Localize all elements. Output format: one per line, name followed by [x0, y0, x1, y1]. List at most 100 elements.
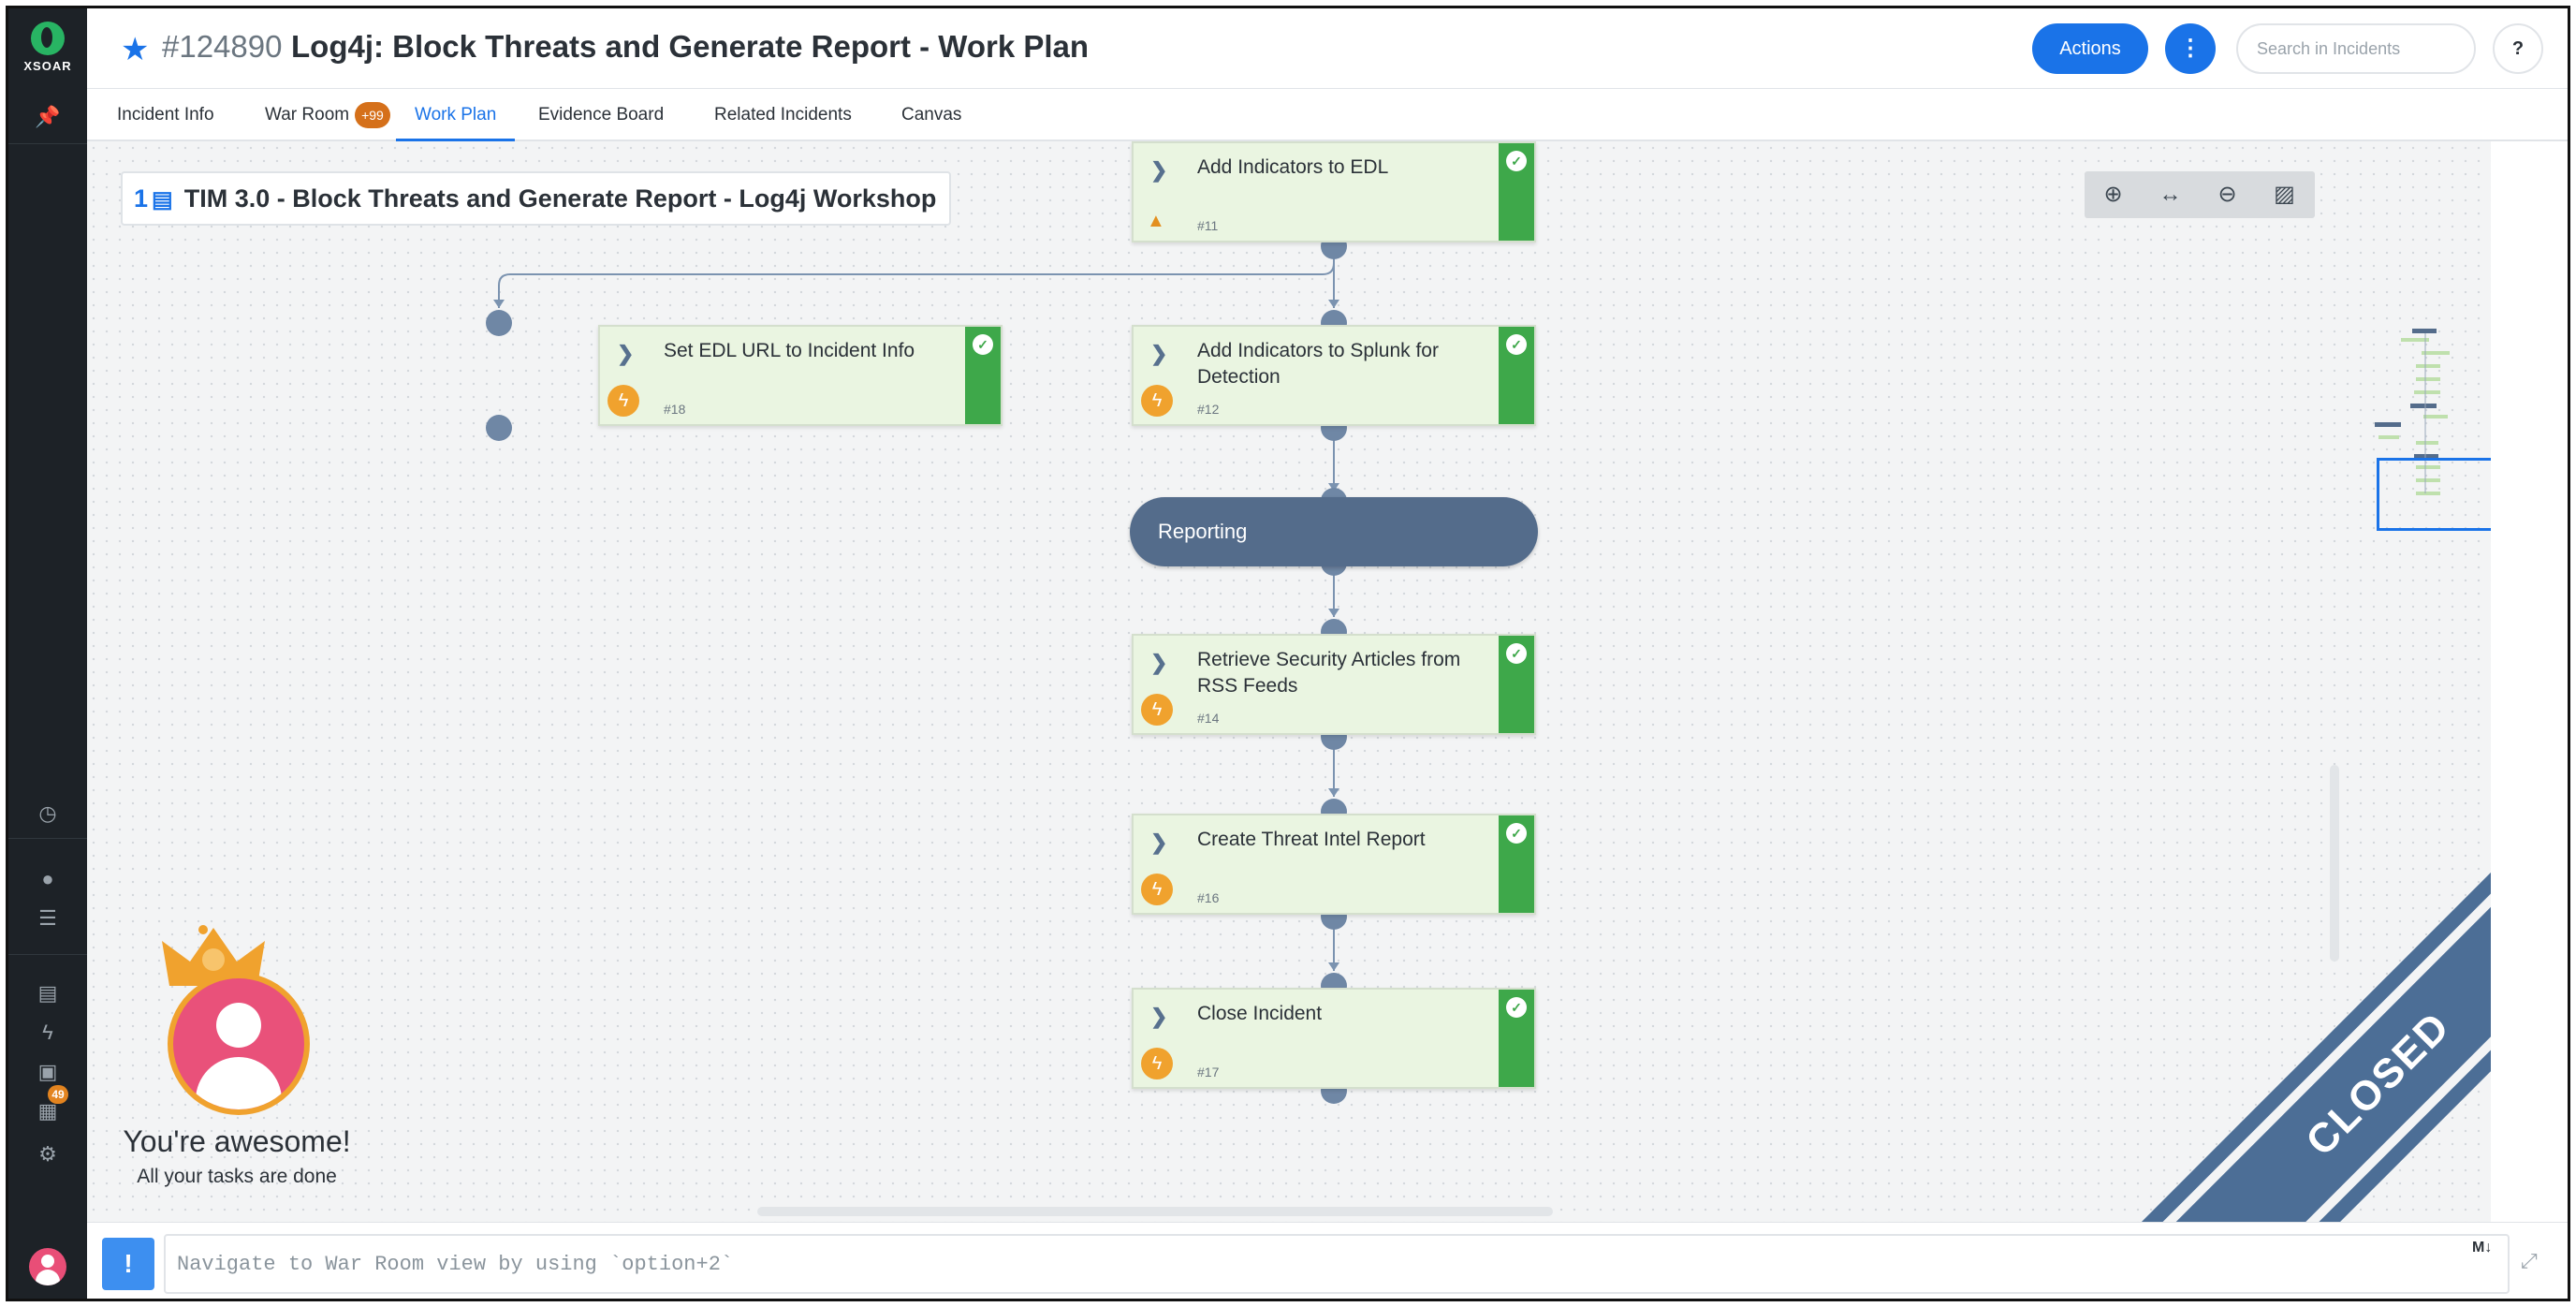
nav-divider — [8, 838, 87, 839]
task-id: #14 — [1197, 711, 1220, 726]
check-icon: ✓ — [1506, 643, 1527, 664]
export-image-icon[interactable]: ▨ — [2274, 182, 2295, 207]
zoom-out-icon[interactable]: ⊖ — [2217, 182, 2237, 207]
tab-war-room[interactable]: War Room+99 — [246, 89, 409, 141]
port-dot — [486, 310, 512, 336]
user-avatar[interactable] — [29, 1248, 66, 1285]
task-card[interactable]: ❯ Retrieve Security Articles from RSS Fe… — [1132, 634, 1536, 735]
chevron-right-icon: ❯ — [1150, 830, 1168, 854]
achievement-avatar — [168, 973, 310, 1115]
playbooks-icon[interactable]: ▤ — [37, 981, 58, 1005]
chevron-right-icon: ❯ — [617, 342, 635, 365]
nav-divider — [8, 954, 87, 955]
automation-icon[interactable]: ϟ — [42, 1021, 53, 1044]
search-input[interactable] — [2236, 23, 2476, 74]
dashboard-icon[interactable]: ◷ — [38, 801, 57, 825]
incidents-icon[interactable]: ● — [41, 867, 54, 890]
task-name: Retrieve Security Articles from RSS Feed… — [1197, 649, 1461, 697]
task-name: Close Incident — [1197, 1003, 1323, 1024]
star-icon[interactable]: ★ — [121, 32, 150, 67]
playbook-minimap[interactable] — [2367, 329, 2468, 516]
work-plan-canvas[interactable]: 1▤TIM 3.0 - Block Threats and Generate R… — [87, 141, 2491, 1222]
indicators-icon[interactable]: ☰ — [38, 906, 57, 930]
help-button[interactable]: ? — [2493, 23, 2543, 74]
task-card[interactable]: ❯ Set EDL URL to Incident Info ϟ #18 ✓ — [598, 325, 1003, 426]
horizontal-scrollbar[interactable] — [757, 1207, 1553, 1216]
zoom-toolbar: ⊕ ↔ ⊖ ▨ — [2085, 171, 2315, 218]
automation-bolt-icon: ϟ — [607, 385, 639, 417]
warning-icon: ▲ — [1147, 211, 1165, 231]
command-input[interactable] — [164, 1234, 2510, 1294]
xsoar-logo[interactable]: XSOAR — [8, 16, 87, 91]
task-card[interactable]: ❯ Close Incident ϟ #17 ✓ — [1132, 988, 1536, 1089]
settings-icon[interactable]: ⚙ — [38, 1142, 57, 1166]
incident-id: #124890 — [162, 29, 283, 64]
marketplace-icon[interactable]: ▦ — [37, 1099, 58, 1123]
logo-label: XSOAR — [23, 59, 72, 73]
xsoar-logo-icon — [31, 22, 65, 55]
task-id: #12 — [1197, 402, 1220, 417]
automation-bolt-icon: ϟ — [1141, 874, 1173, 905]
task-id: #11 — [1197, 218, 1219, 233]
task-card[interactable]: ❯ Create Threat Intel Report ϟ #16 ✓ — [1132, 814, 1536, 915]
jobs-icon[interactable]: ▣ — [37, 1060, 58, 1083]
task-card[interactable]: ❯ Add Indicators to Splunk for Detection… — [1132, 325, 1536, 426]
playbook-name-label[interactable]: 1▤TIM 3.0 - Block Threats and Generate R… — [121, 171, 952, 226]
expand-icon[interactable]: ⤢ — [2521, 1249, 2538, 1272]
tab-canvas[interactable]: Canvas — [901, 105, 962, 125]
more-options-button[interactable]: ⋮ — [2165, 23, 2216, 74]
check-icon: ✓ — [973, 334, 993, 355]
task-status-bar: ✓ — [965, 327, 1001, 424]
incident-tabs: Incident Info War Room+99 Work Plan Evid… — [87, 89, 2568, 141]
task-card[interactable]: ❯ Add Indicators to EDL ▲ #11 ✓ — [1132, 141, 1536, 242]
nav-notification-badge: 49 — [48, 1085, 68, 1104]
tab-work-plan[interactable]: Work Plan — [396, 89, 516, 141]
automation-bolt-icon: ϟ — [1141, 694, 1173, 726]
tab-evidence-board[interactable]: Evidence Board — [538, 105, 665, 125]
task-status-bar: ✓ — [1499, 143, 1534, 241]
nav-divider — [8, 143, 87, 144]
task-id: #18 — [664, 402, 686, 417]
tab-incident-info[interactable]: Incident Info — [117, 105, 214, 125]
page-title: Log4j: Block Threats and Generate Report… — [291, 29, 1090, 64]
app-window: XSOAR 📌 ◷ ● ☰ ▤ ϟ ▣ ▦ 49 ⚙ ★ #124890 Log… — [6, 6, 2570, 1301]
zoom-in-icon[interactable]: ⊕ — [2103, 182, 2123, 207]
vertical-scrollbar[interactable] — [2330, 765, 2339, 962]
playbook-name: TIM 3.0 - Block Threats and Generate Rep… — [183, 184, 937, 213]
markdown-icon[interactable]: M↓ — [2472, 1240, 2493, 1256]
crown-icon — [162, 925, 265, 986]
task-name: Create Threat Intel Report — [1197, 829, 1426, 850]
minimap-viewport[interactable] — [2377, 458, 2491, 531]
section-header[interactable]: Reporting — [1130, 497, 1538, 566]
actions-button[interactable]: Actions — [2032, 23, 2148, 74]
chevron-right-icon: ❯ — [1150, 342, 1168, 365]
closed-ribbon: CLOSED — [2098, 829, 2491, 1222]
task-id: #17 — [1197, 1065, 1220, 1079]
tab-label: War Room — [265, 105, 350, 125]
closed-ribbon-text: CLOSED — [2297, 1003, 2460, 1166]
edge-11-18 — [498, 244, 1335, 308]
task-name: Add Indicators to EDL — [1197, 156, 1389, 178]
command-button[interactable]: ! — [102, 1238, 154, 1290]
chevron-right-icon: ❯ — [1150, 1005, 1168, 1028]
task-status-bar: ✓ — [1499, 990, 1534, 1087]
pin-icon[interactable]: 📌 — [35, 105, 61, 128]
check-icon: ✓ — [1506, 997, 1527, 1018]
task-id: #16 — [1197, 890, 1220, 905]
task-name: Add Indicators to Splunk for Detection — [1197, 340, 1439, 388]
closed-ribbon-band: CLOSED — [2098, 829, 2491, 1222]
task-status-bar: ✓ — [1499, 815, 1534, 913]
incident-header: ★ #124890 Log4j: Block Threats and Gener… — [87, 8, 2568, 89]
task-status-bar: ✓ — [1499, 327, 1534, 424]
check-icon: ✓ — [1506, 823, 1527, 844]
war-room-badge: +99 — [355, 102, 390, 128]
task-status-bar: ✓ — [1499, 636, 1534, 733]
achievement-subtitle: All your tasks are done — [137, 1166, 337, 1187]
left-nav: XSOAR 📌 ◷ ● ☰ ▤ ϟ ▣ ▦ 49 ⚙ — [8, 8, 87, 1299]
check-icon: ✓ — [1506, 334, 1527, 355]
check-icon: ✓ — [1506, 151, 1527, 171]
task-name: Set EDL URL to Incident Info — [664, 340, 915, 361]
tab-related-incidents[interactable]: Related Incidents — [714, 105, 852, 125]
fit-width-icon[interactable]: ↔ — [2159, 182, 2182, 207]
chevron-right-icon: ❯ — [1150, 651, 1168, 674]
